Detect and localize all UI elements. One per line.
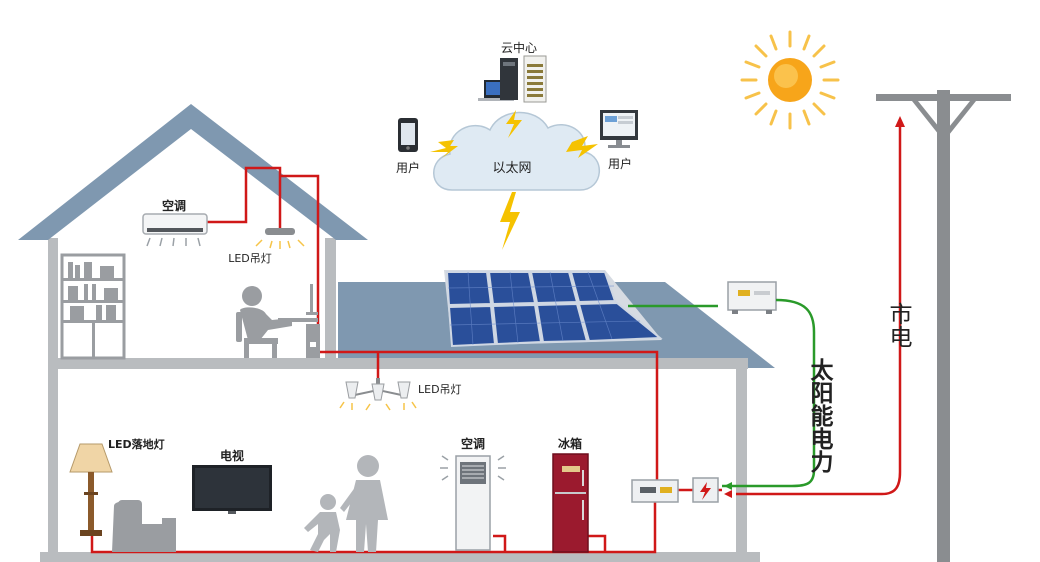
chandelier-icon [339, 378, 417, 411]
bookshelf-icon [60, 253, 126, 360]
inverter-icon [727, 281, 777, 314]
label-led-pendant-downstairs: LED吊灯 [418, 383, 462, 396]
label-cloud-center: 云中心 [501, 40, 537, 55]
label-grid-power: 市电 [885, 302, 912, 348]
label-user-right: 用户 [608, 156, 632, 171]
label-ac-floor: 空调 [461, 436, 485, 451]
label-ethernet: 以太网 [492, 161, 531, 176]
label-fridge: 冰箱 [558, 436, 582, 451]
monitor-icon [600, 110, 638, 148]
pendant-lamp-icon [255, 228, 305, 249]
utility-pole-icon [876, 90, 1011, 562]
label-tv: 电视 [220, 448, 244, 463]
floor-lamp-icon [69, 443, 113, 536]
label-user-left: 用户 [396, 160, 420, 175]
floor-slab [48, 358, 748, 369]
cloud-icon [433, 111, 601, 191]
tv-icon [192, 465, 272, 514]
label-led-floor-lamp: LED落地灯 [108, 437, 165, 451]
fridge-icon [552, 453, 589, 553]
label-solar-power: 太阳能电力 [806, 358, 834, 474]
meter-box-icon [631, 479, 679, 503]
label-ac-upstairs: 空调 [162, 198, 186, 213]
air-conditioner-icon [142, 213, 208, 247]
roof-gable [18, 104, 368, 240]
person-at-desk-icon [236, 284, 320, 358]
label-led-pendant-upstairs: LED吊灯 [228, 252, 272, 265]
family-icon [304, 455, 388, 552]
solar-panel-icon [444, 270, 663, 348]
sun-icon [740, 30, 840, 130]
breaker-icon [692, 477, 719, 503]
phone-icon [398, 118, 418, 152]
server-icon [500, 55, 547, 103]
standing-ac-icon [440, 455, 506, 551]
lightning-icon [430, 110, 598, 250]
armchair-icon [112, 500, 176, 552]
